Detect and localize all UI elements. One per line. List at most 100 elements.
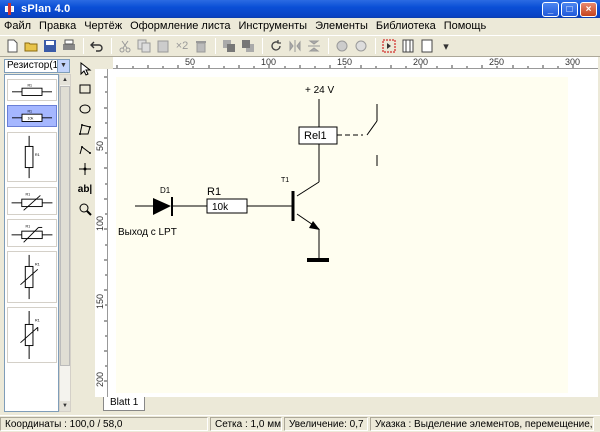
library-panel: Резистор(1 ▼ R1 R1 10k R1 <box>2 59 71 413</box>
menu-bar: Файл Правка Чертёж Оформление листа Инст… <box>0 18 600 35</box>
toolbar-separator <box>262 38 263 54</box>
scroll-down-icon[interactable]: ▼ <box>60 401 70 411</box>
library-item-label-top: R1 <box>35 319 40 323</box>
library-item-label-top: R1 <box>27 109 32 113</box>
polygon-tool-icon[interactable] <box>74 119 96 139</box>
status-hint: Указка : Выделение элементов, перемещени… <box>370 417 594 431</box>
library-item-variable-resistor-vertical[interactable]: R1 <box>7 251 57 303</box>
toolbar-separator <box>375 38 376 54</box>
library-item-label-top: R1 <box>26 224 31 228</box>
send-back-icon[interactable] <box>239 37 257 55</box>
scroll-up-icon[interactable]: ▲ <box>60 75 70 85</box>
transistor-collector[interactable] <box>296 181 320 197</box>
vertical-ruler: 50 100 150 200 <box>95 69 108 397</box>
ungroup-icon[interactable] <box>352 37 370 55</box>
paste-icon[interactable] <box>154 37 172 55</box>
relay-contact[interactable] <box>366 120 378 136</box>
page-view-dropdown-icon[interactable]: ▾ <box>443 40 449 53</box>
drawing-sheet[interactable] <box>116 77 568 393</box>
open-folder-icon[interactable] <box>22 37 40 55</box>
library-item-trimmer-resistor-vertical[interactable]: R1 <box>7 307 57 363</box>
rotate-icon[interactable] <box>267 37 285 55</box>
status-coordinates: Координаты : 100,0 / 58,0 <box>0 417 208 431</box>
minimize-button[interactable]: _ <box>542 1 559 17</box>
supply-label: + 24 V <box>305 85 335 96</box>
mirror-horizontal-icon[interactable] <box>286 37 304 55</box>
page-view-icon[interactable] <box>418 37 436 55</box>
duplicate-x2-button[interactable]: ×2 <box>175 40 189 52</box>
library-item-resistor[interactable]: R1 <box>7 79 57 101</box>
library-list: R1 R1 10k R1 R1 <box>4 74 59 412</box>
library-category-select[interactable]: Резистор(1 ▼ <box>4 59 70 73</box>
menu-drawing[interactable]: Чертёж <box>84 20 123 32</box>
status-bar: Координаты : 100,0 / 58,0 Сетка : 1,0 мм… <box>0 415 600 432</box>
library-scrollbar[interactable]: ▲ ▼ <box>59 74 71 412</box>
bring-front-icon[interactable] <box>220 37 238 55</box>
status-grid: Сетка : 1,0 мм <box>210 417 282 431</box>
library-item-resistor-vertical[interactable]: R1 <box>7 132 57 182</box>
app-icon[interactable] <box>3 2 17 16</box>
drawing-tools: ab| <box>74 59 98 219</box>
transistor-emitter-arrow <box>309 221 320 230</box>
ruler-tick-label: 250 <box>489 57 505 67</box>
library-item-variable-resistor[interactable]: R1 <box>7 187 57 215</box>
library-item-label-top: R1 <box>35 262 40 266</box>
relay-label: Rel1 <box>304 130 327 142</box>
delete-icon[interactable] <box>192 37 210 55</box>
ruler-tick-label: 150 <box>95 293 105 309</box>
junction-tool-icon[interactable] <box>74 159 96 179</box>
resistor-name: R1 <box>207 186 221 198</box>
ruler-tick-label: 300 <box>565 57 581 67</box>
diode-body[interactable] <box>153 198 171 215</box>
copy-icon[interactable] <box>135 37 153 55</box>
menu-sheet-layout[interactable]: Оформление листа <box>130 20 231 32</box>
schematic[interactable]: + 24 V Rel1 T1 D1 R1 10k Выход с LPT <box>108 69 598 397</box>
toolbar-separator <box>111 38 112 54</box>
new-file-icon[interactable] <box>3 37 21 55</box>
ruler-tick-label: 200 <box>95 371 105 387</box>
pointer-icon[interactable] <box>74 59 96 79</box>
status-zoom: Увеличение: 0,7 <box>284 417 368 431</box>
mirror-vertical-icon[interactable] <box>305 37 323 55</box>
library-item-label-top: R1 <box>35 153 40 157</box>
chevron-down-icon[interactable]: ▼ <box>57 60 69 72</box>
menu-help[interactable]: Помощь <box>443 20 487 32</box>
resistor-value: 10k <box>212 202 229 213</box>
library-item-label-top: R1 <box>27 83 32 87</box>
close-button[interactable]: × <box>580 1 597 17</box>
cut-icon[interactable] <box>116 37 134 55</box>
library-category-value: Резистор(1 <box>7 60 59 71</box>
save-icon[interactable] <box>41 37 59 55</box>
drawing-canvas[interactable]: + 24 V Rel1 T1 D1 R1 10k Выход с LPT <box>108 69 598 397</box>
maximize-button[interactable]: □ <box>561 1 578 17</box>
menu-edit[interactable]: Правка <box>39 20 77 32</box>
tab-sheet-1[interactable]: Blatt 1 <box>103 397 146 411</box>
menu-library[interactable]: Библиотека <box>375 20 436 32</box>
diode-label: D1 <box>160 186 171 195</box>
print-icon[interactable] <box>60 37 78 55</box>
undo-icon[interactable] <box>88 37 106 55</box>
menu-file[interactable]: Файл <box>4 20 32 32</box>
ruler-tick-label: 50 <box>95 140 105 151</box>
toolbar-separator <box>215 38 216 54</box>
group-icon[interactable] <box>333 37 351 55</box>
toolbar-separator <box>328 38 329 54</box>
ruler-tick-label: 100 <box>261 57 277 67</box>
snap-grid-icon[interactable] <box>380 37 398 55</box>
scroll-thumb[interactable] <box>60 86 70 366</box>
ellipse-tool-icon[interactable] <box>74 99 96 119</box>
menu-tools[interactable]: Инструменты <box>238 20 308 32</box>
zoom-icon[interactable] <box>74 199 96 219</box>
sheet-tabbar: Blatt 1 <box>95 397 598 411</box>
ruler-tick-label: 100 <box>95 215 105 231</box>
page-properties-icon[interactable] <box>399 37 417 55</box>
ruler-tick-label: 200 <box>413 57 429 67</box>
library-item-trimmer-resistor[interactable]: R1 <box>7 219 57 247</box>
title-bar: sPlan 4.0 _ □ × <box>0 0 600 18</box>
library-item-resistor-selected[interactable]: R1 10k <box>7 105 57 127</box>
polyline-tool-icon[interactable] <box>74 139 96 159</box>
menu-elements[interactable]: Элементы <box>315 20 368 32</box>
text-tool[interactable]: ab| <box>77 183 93 195</box>
rectangle-tool-icon[interactable] <box>74 79 96 99</box>
input-label: Выход с LPT <box>118 227 177 238</box>
